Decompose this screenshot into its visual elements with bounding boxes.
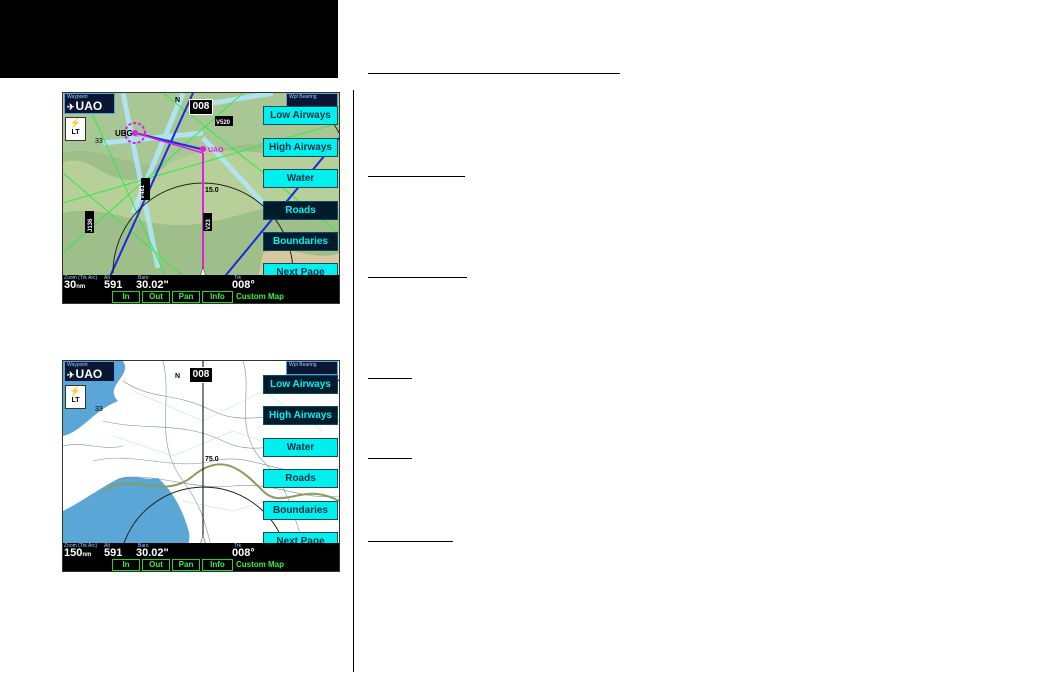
mfd-screen-custom-map-airways: UBG UAO 15.0 N 33 V520 V481 J136 V23 Way… xyxy=(62,92,340,304)
baro-value: 30.02" xyxy=(136,547,169,559)
command-bar: In Out Pan Info Custom Map xyxy=(63,558,339,571)
info-button[interactable]: Info xyxy=(202,291,233,303)
baro-value: 30.02" xyxy=(136,279,169,291)
compass-33-label: 33 xyxy=(95,138,103,145)
altitude-caption: Alt xyxy=(104,275,110,281)
track-value: 008° xyxy=(232,279,255,291)
distance-ring-label: 15.0 xyxy=(205,187,219,194)
info-button[interactable]: Info xyxy=(202,559,233,571)
waypoint-bearing-field: Wpt Bearing xyxy=(286,361,338,375)
subheading-rule-water xyxy=(368,378,412,379)
altitude-caption: Alt xyxy=(104,543,110,549)
subheading-rule-low-airways xyxy=(368,176,465,177)
zoom-unit: nm xyxy=(76,284,86,290)
zoom-caption: Zoom (Trk Arc) xyxy=(64,543,98,549)
lighting-label: LT xyxy=(71,397,80,404)
softkey-low-airways[interactable]: Low Airways xyxy=(263,106,338,125)
pan-button[interactable]: Pan xyxy=(172,559,200,571)
softkey-high-airways[interactable]: High Airways xyxy=(263,406,338,425)
baro-caption: Baro xyxy=(138,543,149,549)
mode-title: Custom Map xyxy=(236,292,284,301)
subheading-rule-boundaries xyxy=(368,541,453,542)
north-card-label: N xyxy=(175,97,180,104)
altitude-value: 591 xyxy=(104,279,123,291)
bolt-icon: ⚡ xyxy=(69,386,82,396)
airport-uao-label: UAO xyxy=(208,147,224,154)
zoom-out-button[interactable]: Out xyxy=(142,291,170,303)
zoom-out-button[interactable]: Out xyxy=(142,559,170,571)
track-caption: Trk xyxy=(234,275,242,281)
heading-readout: 008 xyxy=(189,99,213,115)
section-heading-rule xyxy=(368,73,620,74)
north-card-label: N xyxy=(175,373,180,380)
zoom-unit: nm xyxy=(82,552,92,558)
baro-caption: Baro xyxy=(138,275,149,281)
softkey-roads[interactable]: Roads xyxy=(263,201,338,220)
lighting-toggle-button[interactable]: ⚡ LT xyxy=(65,117,86,141)
softkey-water[interactable]: Water xyxy=(263,438,338,457)
track-value: 008° xyxy=(232,547,255,559)
airway-label-4: V23 xyxy=(206,219,212,230)
airway-label-1: V520 xyxy=(216,120,231,126)
waypoint-value: UAO xyxy=(75,367,103,381)
pan-button[interactable]: Pan xyxy=(172,291,200,303)
waypoint-bearing-field: Wpt Bearing xyxy=(286,93,338,107)
softkey-roads[interactable]: Roads xyxy=(263,469,338,488)
lighting-toggle-button[interactable]: ⚡ LT xyxy=(65,385,86,409)
softkey-boundaries[interactable]: Boundaries xyxy=(263,232,338,251)
column-divider xyxy=(353,90,354,672)
airway-label-3: J136 xyxy=(88,218,94,232)
zoom-in-button[interactable]: In xyxy=(112,291,140,303)
mfd-screen-custom-map-boundaries: 75.0 N 33 Waypoint ✈UAO ⚡ LT 008 Wpt Bea… xyxy=(62,360,340,572)
airport-ubg-label: UBG xyxy=(115,129,133,138)
airway-label-2: V481 xyxy=(140,184,146,199)
bearing-caption: Wpt Bearing xyxy=(289,362,317,368)
zoom-caption: Zoom (Trk Arc) xyxy=(64,275,98,281)
waypoint-field[interactable]: Waypoint ✈UAO xyxy=(64,361,115,382)
softkey-low-airways[interactable]: Low Airways xyxy=(263,375,338,394)
waypoint-field[interactable]: Waypoint ✈UAO xyxy=(64,93,115,114)
subheading-rule-roads xyxy=(368,458,412,459)
bearing-caption: Wpt Bearing xyxy=(289,94,317,100)
softkey-high-airways[interactable]: High Airways xyxy=(263,138,338,157)
airplane-icon: ✈ xyxy=(67,102,75,112)
subheading-rule-high-airways xyxy=(368,277,467,278)
flight-data-bar: Zoom (Trk Arc) 30nm Alt 591 Baro 30.02" … xyxy=(63,275,339,291)
heading-readout: 008 xyxy=(189,367,213,383)
zoom-in-button[interactable]: In xyxy=(112,559,140,571)
distance-ring-label: 75.0 xyxy=(205,456,219,463)
airplane-icon: ✈ xyxy=(67,370,75,380)
compass-33-label: 33 xyxy=(95,406,103,413)
track-caption: Trk xyxy=(234,543,242,549)
waypoint-caption: Waypoint xyxy=(67,94,88,100)
mode-title: Custom Map xyxy=(236,560,284,569)
waypoint-caption: Waypoint xyxy=(67,362,88,368)
lighting-label: LT xyxy=(71,129,80,136)
zoom-value: 150 xyxy=(64,547,83,559)
zoom-value: 30 xyxy=(64,279,77,291)
chapter-tab xyxy=(0,0,338,78)
command-bar: In Out Pan Info Custom Map xyxy=(63,290,339,303)
bolt-icon: ⚡ xyxy=(69,118,82,128)
waypoint-value: UAO xyxy=(75,99,103,113)
softkey-boundaries[interactable]: Boundaries xyxy=(263,501,338,520)
altitude-value: 591 xyxy=(104,547,123,559)
flight-data-bar: Zoom (Trk Arc) 150nm Alt 591 Baro 30.02"… xyxy=(63,543,339,559)
softkey-water[interactable]: Water xyxy=(263,169,338,188)
